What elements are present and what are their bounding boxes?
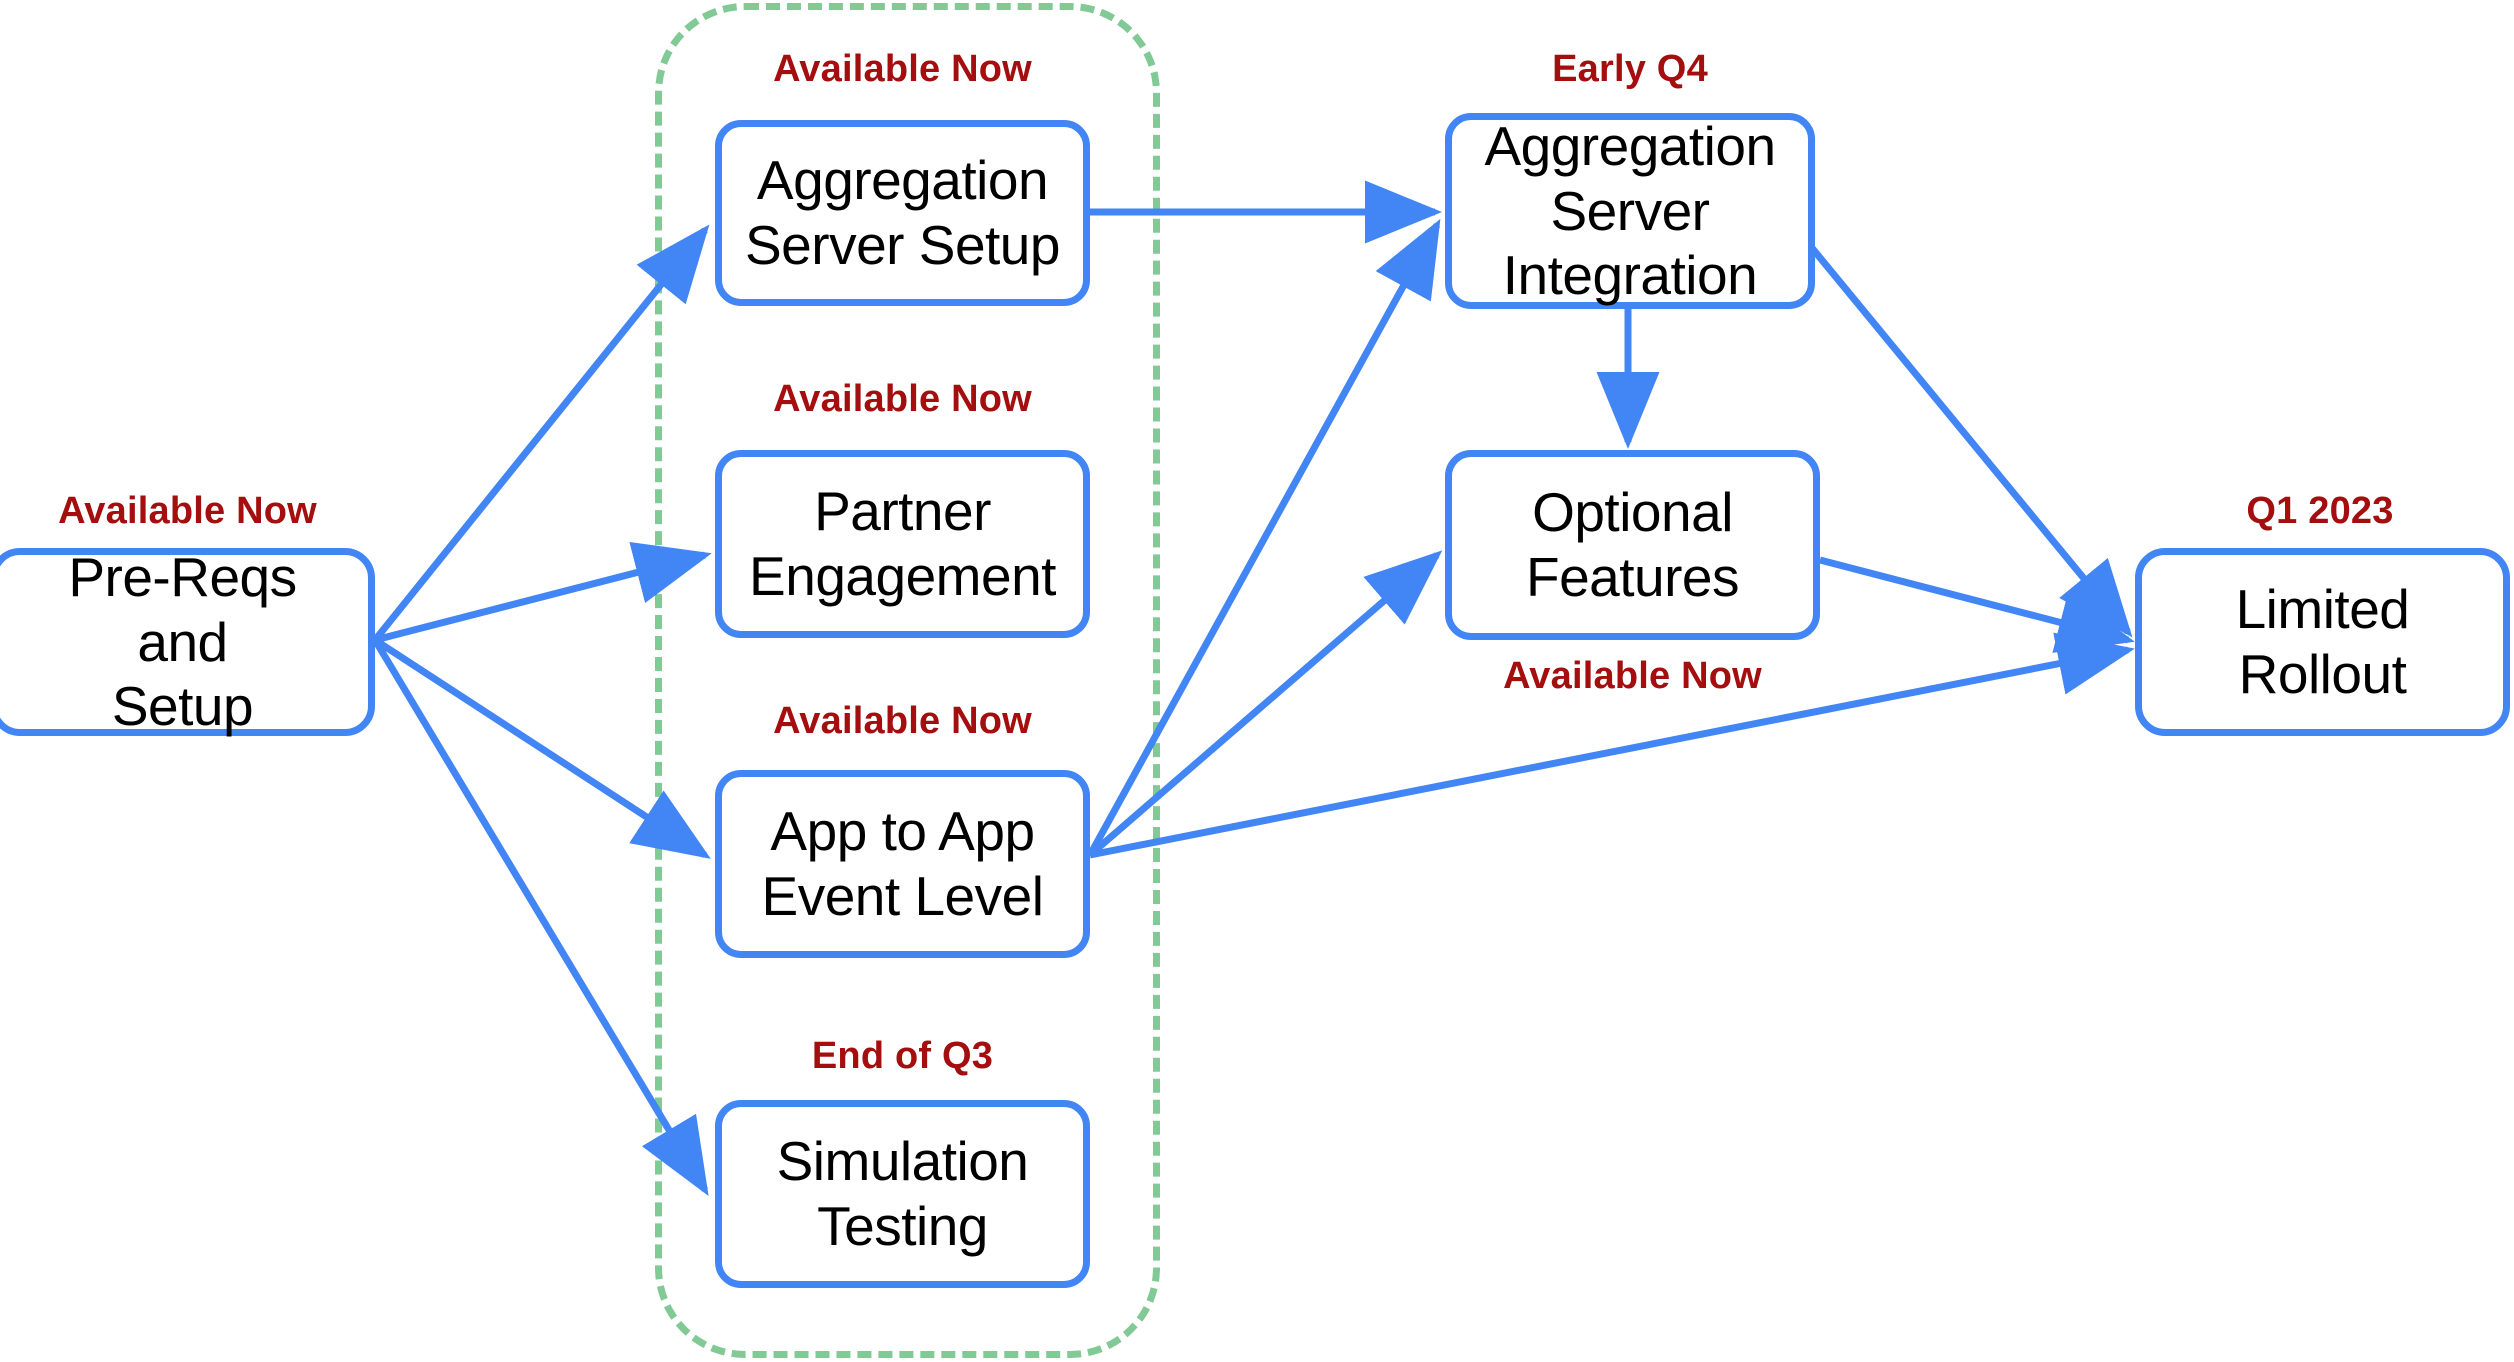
edge-prereqs-to-partner [374,541,712,644]
node-partner-engagement[interactable]: Partner Engagement [715,450,1090,638]
node-line-2: Testing [817,1195,988,1257]
node-line-1: App to App [770,800,1035,863]
phase-label-app-to-app: Available Now [773,700,1032,742]
edge-agg-integration-to-limited-rollout [1809,245,2133,638]
node-line-2: Engagement [749,545,1056,607]
node-aggregation-server-setup[interactable]: Aggregation Server Setup [715,120,1090,306]
node-line-2: Rollout [2238,643,2407,705]
node-line-2: Event Level [761,865,1044,927]
node-line-1: Aggregation [756,149,1049,212]
node-line-2: Setup [111,675,254,738]
node-label-agg-server-setup: Aggregation Server Setup [725,148,1080,278]
node-simulation-testing[interactable]: Simulation Testing [715,1100,1090,1288]
node-line-1: Limited [2235,578,2410,641]
node-aggregation-server-integration[interactable]: Aggregation Server Integration [1445,113,1815,309]
phase-label-agg-server-integration: Early Q4 [1552,48,1708,90]
node-label-pre-reqs: Pre-Reqs and Setup [0,545,368,740]
node-label-simulation-testing: Simulation Testing [757,1129,1049,1259]
node-line-1: Optional [1532,481,1733,544]
edge-app-to-app-to-optional [1087,550,1443,858]
node-app-to-app-event-level[interactable]: App to App Event Level [715,770,1090,958]
node-line-1: Partner [814,480,991,543]
available-now-group-container [655,3,1160,1358]
node-label-optional-features: Optional Features [1506,480,1759,610]
node-label-limited-rollout: Limited Rollout [2216,577,2430,707]
edge-app-to-app-to-limited-rollout [1089,632,2135,859]
node-pre-reqs-and-setup[interactable]: Pre-Reqs and Setup [0,546,375,737]
node-line-2: Server [1550,179,1711,242]
phase-label-optional-features: Available Now [1503,655,1762,697]
phase-label-limited-rollout: Q1 2023 [2246,490,2394,532]
node-line-2: Server Setup [744,214,1061,276]
phase-label-partner-engagement: Available Now [773,378,1032,420]
edge-prereqs-to-app-to-app [373,637,711,859]
node-label-agg-server-integration: Aggregation Server Integration [1464,114,1795,309]
edge-prereqs-to-agg-server-setup [372,224,710,643]
node-label-app-to-app: App to App Event Level [742,799,1064,929]
node-line-1: Pre-Reqs and [68,545,297,673]
node-line-1: Aggregation [1484,114,1776,177]
node-line-2: Features [1525,546,1740,608]
node-line-3: Integration [1502,244,1758,307]
edge-optional-to-limited-rollout [1819,556,2135,653]
node-line-1: Simulation [776,1130,1029,1193]
phase-label-pre-reqs: Available Now [58,490,317,532]
phase-label-simulation-testing: End of Q3 [811,1035,994,1077]
node-label-partner-engagement: Partner Engagement [729,479,1076,609]
edge-app-to-app-to-agg-integration [1086,218,1441,857]
edge-prereqs-to-simulation [371,638,709,1197]
node-optional-features[interactable]: Optional Features [1445,450,1820,640]
node-limited-rollout[interactable]: Limited Rollout [2135,548,2510,736]
phase-label-agg-server-setup: Available Now [773,48,1032,90]
